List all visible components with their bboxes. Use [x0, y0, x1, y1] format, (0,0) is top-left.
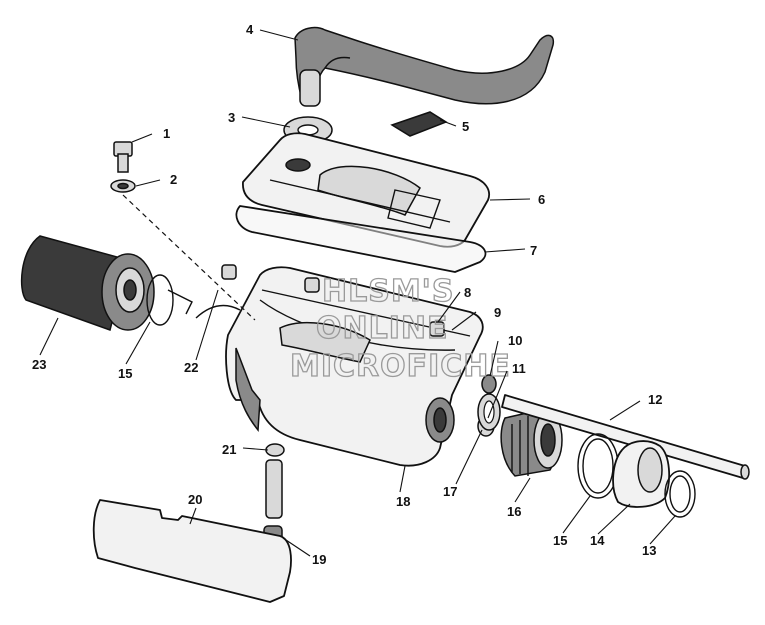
- callout-15-left: 15: [118, 366, 132, 381]
- watermark-line-1: HLSM'S: [322, 274, 454, 309]
- part-7-gasket: [235, 205, 487, 273]
- callout-2: 2: [170, 172, 177, 187]
- callout-19: 19: [312, 552, 326, 567]
- callout-21: 21: [222, 442, 236, 457]
- part-12-tube: [501, 394, 750, 480]
- callout-3: 3: [228, 110, 235, 125]
- callout-23: 23: [32, 357, 46, 372]
- part-20-guard-plate: [92, 499, 292, 603]
- leader-lines: [39, 29, 676, 557]
- part-14-boot: [612, 440, 671, 508]
- part-15-clamp-right: [577, 433, 619, 499]
- assembly-line-bolt: [122, 194, 256, 321]
- callout-15-right: 15: [553, 533, 567, 548]
- callout-13: 13: [642, 543, 656, 558]
- callout-18: 18: [396, 494, 410, 509]
- callout-11: 11: [512, 361, 526, 376]
- part-6-cover: [242, 132, 490, 248]
- callout-12: 12: [648, 392, 662, 407]
- callout-16: 16: [507, 504, 521, 519]
- callout-5: 5: [462, 119, 469, 134]
- callout-9: 9: [494, 305, 501, 320]
- callout-17: 17: [443, 484, 457, 499]
- watermark-line-2: ONLINE: [316, 311, 449, 346]
- part-18-air-box-housing: [225, 266, 484, 467]
- part-23-air-filter: [20, 235, 155, 331]
- callout-6: 6: [538, 192, 545, 207]
- part-15-clamp-left: [146, 274, 193, 326]
- part-10-fitting: [481, 374, 497, 394]
- part-21-fitting: [265, 443, 285, 457]
- part-22-grommet: [195, 264, 241, 319]
- callout-20: 20: [188, 492, 202, 507]
- part-4-tank-bracket: [294, 26, 555, 107]
- drain-tube: [265, 459, 283, 519]
- part-16-intake-duct: [500, 409, 563, 477]
- watermark-line-3: MICROFICHE: [290, 349, 511, 384]
- part-13-clamp: [664, 470, 696, 518]
- callout-22: 22: [184, 360, 198, 375]
- part-1-bolt: [113, 141, 133, 173]
- part-5-label-pad: [390, 111, 448, 137]
- callout-1: 1: [163, 126, 170, 141]
- callout-14: 14: [590, 533, 605, 548]
- callout-7: 7: [530, 243, 537, 258]
- callout-10: 10: [508, 333, 522, 348]
- callout-8: 8: [464, 285, 471, 300]
- callout-labels: 1 2 3 4 5 6 7 8 9 10 11 12 13 14 15 15 1…: [32, 22, 662, 567]
- watermark: HLSM'S ONLINE MICROFICHE: [289, 273, 511, 384]
- part-17-o-ring: [477, 393, 501, 431]
- callout-4: 4: [246, 22, 254, 37]
- part-2-washer: [110, 179, 136, 193]
